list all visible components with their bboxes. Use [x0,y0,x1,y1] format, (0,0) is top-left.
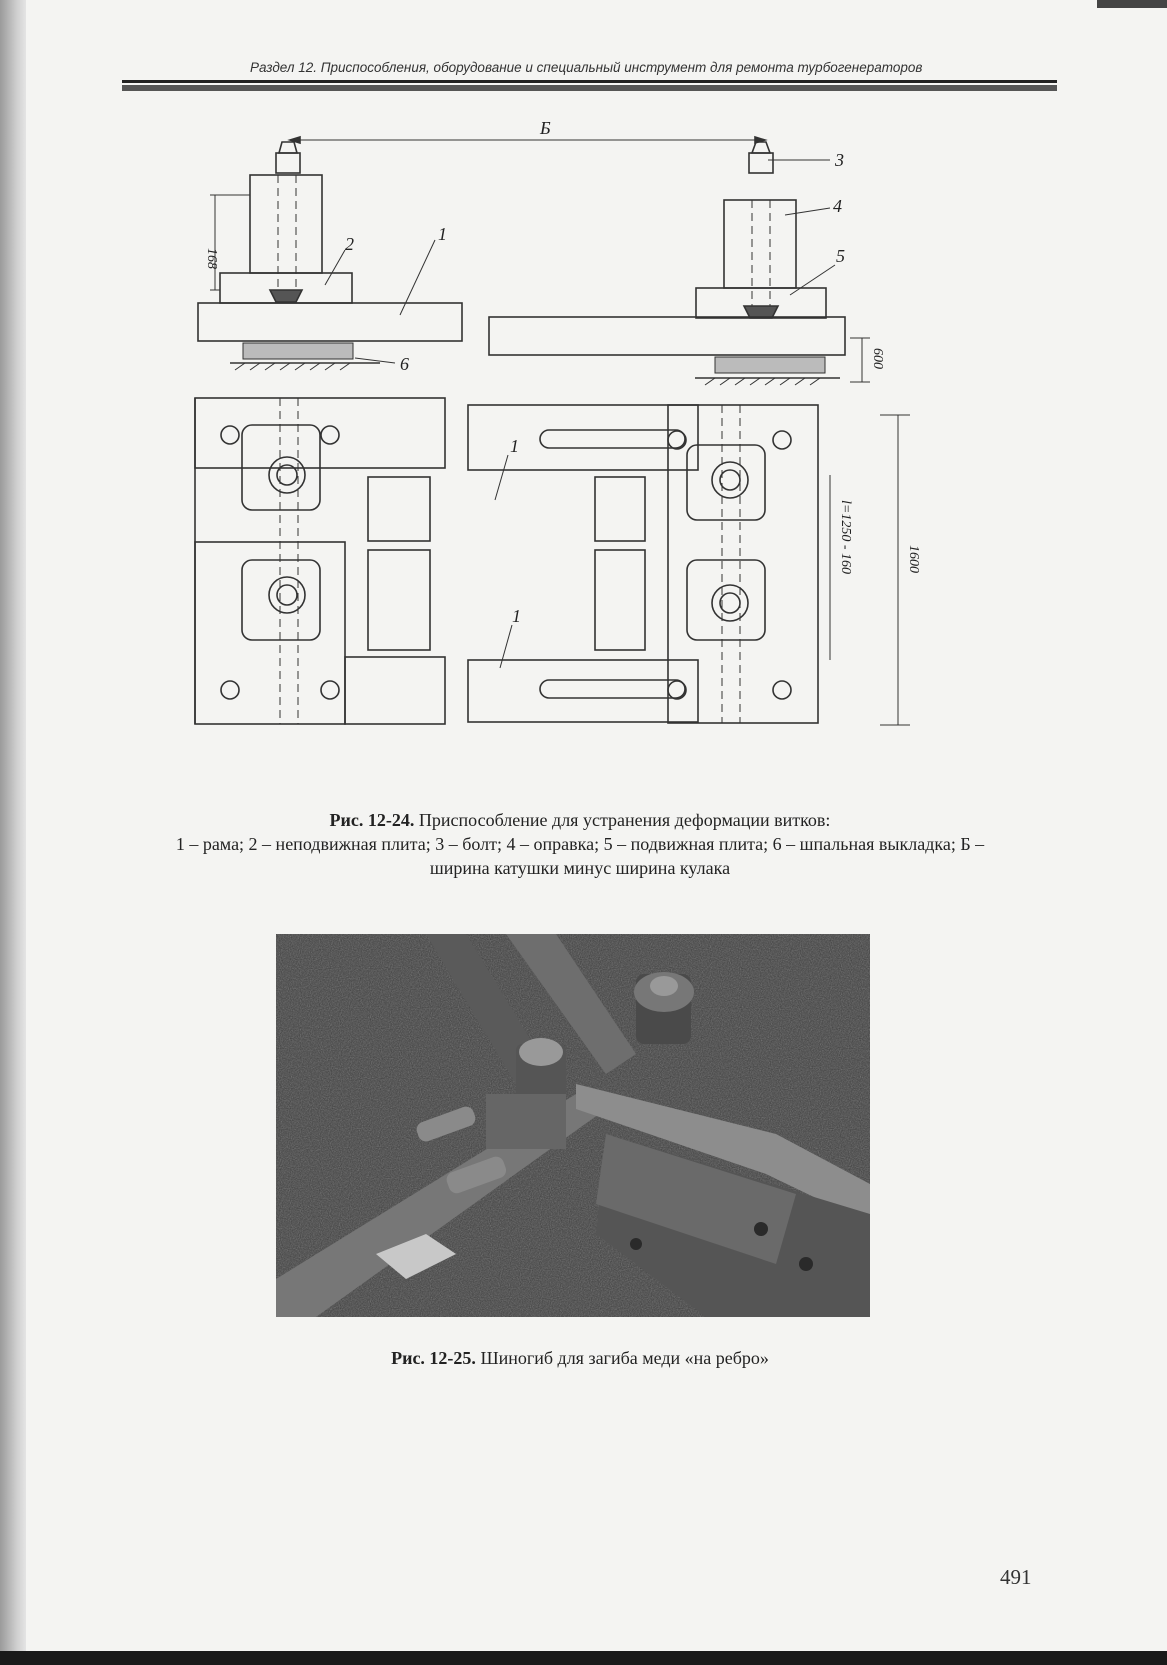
figure-12-25-title: Шиногиб для загиба меди «на ребро» [475,1348,769,1368]
scan-edge-shadow [0,0,28,1665]
scan-bottom-edge [0,1651,1167,1665]
figure-12-25-caption: Рис. 12-25. Шиногиб для загиба меди «на … [250,1346,910,1370]
figure-12-24-drawing: Б 3 4 5 1 2 6 1 1 168 600 l=1250 - 160 1… [194,120,921,726]
dim-b-label: Б [539,120,551,138]
callout-5: 5 [836,246,845,266]
callout-2: 2 [345,234,354,254]
book-page [26,0,1167,1665]
figure-12-24-legend: 1 – рама; 2 – неподвижная плита; 3 – бол… [175,834,985,878]
callout-6: 6 [400,354,409,374]
callout-4: 4 [833,196,842,216]
dim-600: 600 [870,348,885,369]
dim-1600: 1600 [906,545,921,573]
scan-corner [1097,0,1167,8]
callout-1-low: 1 [512,606,521,626]
figure-12-24-caption: Рис. 12-24. Приспособление для устранени… [160,808,1000,880]
figure-12-25-number: Рис. 12-25. [391,1348,476,1368]
dim-l: l=1250 - 160 [838,500,853,574]
dim-168: 168 [204,248,219,269]
header-rule-thick [122,85,1057,91]
header-rule [122,80,1057,83]
figure-12-24-number: Рис. 12-24. [329,810,415,830]
figure-12-25-photo [276,934,870,1317]
callout-1-mid: 1 [510,436,519,456]
page-number: 491 [1000,1565,1032,1589]
running-header: Раздел 12. Приспособления, оборудование … [250,60,923,75]
callout-1-top: 1 [438,224,447,244]
figure-12-24-title: Приспособление для устранения деформации… [414,810,831,830]
callout-3: 3 [834,150,844,170]
